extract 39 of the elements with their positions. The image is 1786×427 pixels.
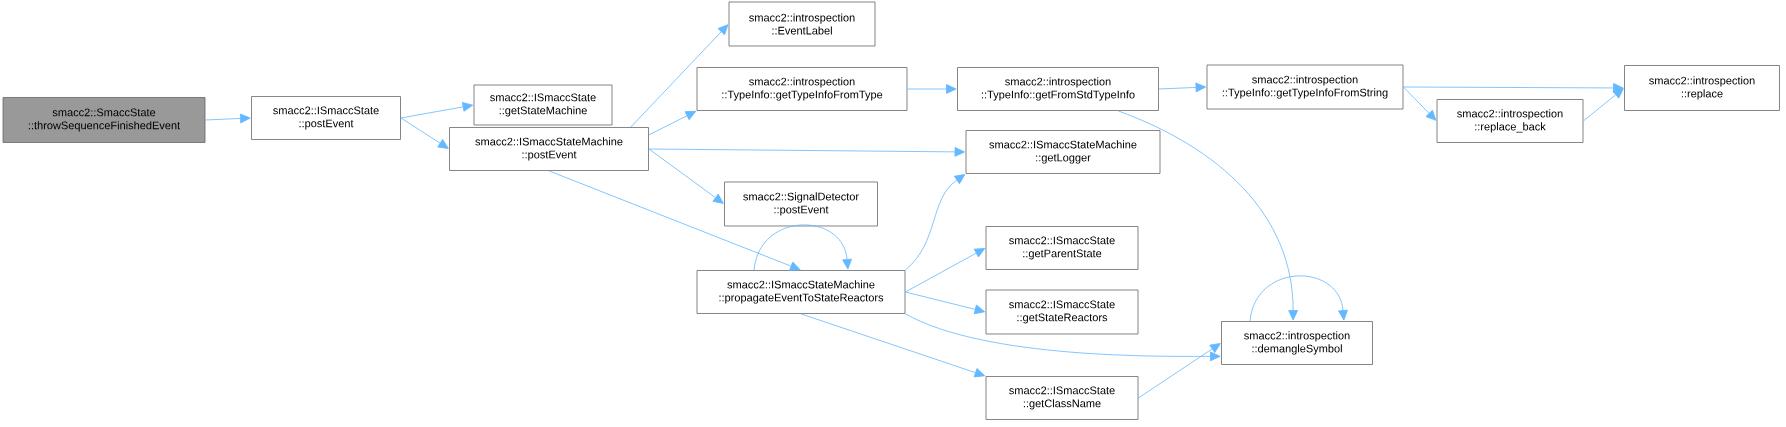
arrow [548, 170, 801, 271]
function-box: smacc2::introspection ::replace_back [1436, 99, 1584, 143]
function-box: smacc2::introspection ::TypeInfo::getTypeInfoFromString [1206, 64, 1404, 110]
arrow [1403, 86, 1437, 121]
arrow [1583, 88, 1624, 122]
arrow [400, 102, 474, 119]
arrow [648, 110, 697, 136]
function-box: smacc2::ISmaccState ::postEvent [251, 96, 401, 140]
arrow [753, 224, 852, 271]
arrow [1117, 110, 1298, 321]
function-box: smacc2::ISmaccState ::getStateMachine [473, 84, 613, 126]
arrow [1249, 275, 1348, 322]
function-box: smacc2::introspection ::TypeInfo::getTypeInfoFromType [696, 67, 908, 111]
function-box: smacc2::SmaccState ::throwSequenceFinishedEvent [2, 97, 206, 143]
function-box: smacc2::introspection ::EventLabel [728, 1, 876, 47]
arrow [648, 148, 724, 204]
arrow [400, 117, 449, 149]
function-box: smacc2::ISmaccState ::getStateReactors [985, 289, 1139, 335]
function-box: smacc2::introspection ::TypeInfo::getFromStdTypeInfo [957, 67, 1159, 111]
function-box: smacc2::ISmaccState ::getParentState [985, 226, 1139, 270]
function-box: smacc2::introspection ::replace [1624, 65, 1780, 111]
function-box: smacc2::ISmaccState ::getClassName [985, 376, 1139, 420]
arrow [905, 248, 986, 293]
arrow [205, 113, 251, 124]
function-box: smacc2::ISmaccStateMachine ::getLogger [965, 130, 1161, 174]
arrow [905, 291, 986, 315]
arrow [907, 84, 957, 94]
function-box: smacc2::ISmaccStateMachine ::propagateEventToStateReactors [696, 270, 906, 314]
arrow [905, 313, 1221, 362]
arrow [800, 313, 986, 378]
arrow [1158, 82, 1207, 93]
arrow [630, 24, 729, 128]
arrow [1403, 83, 1624, 93]
function-box: smacc2::ISmaccStateMachine ::postEvent [449, 127, 649, 171]
arrow [648, 147, 966, 157]
arrow [905, 174, 966, 271]
arrow [1138, 343, 1221, 399]
function-box: smacc2::SignalDetector ::postEvent [724, 181, 878, 227]
function-box: smacc2::introspection ::demangleSymbol [1221, 321, 1373, 365]
